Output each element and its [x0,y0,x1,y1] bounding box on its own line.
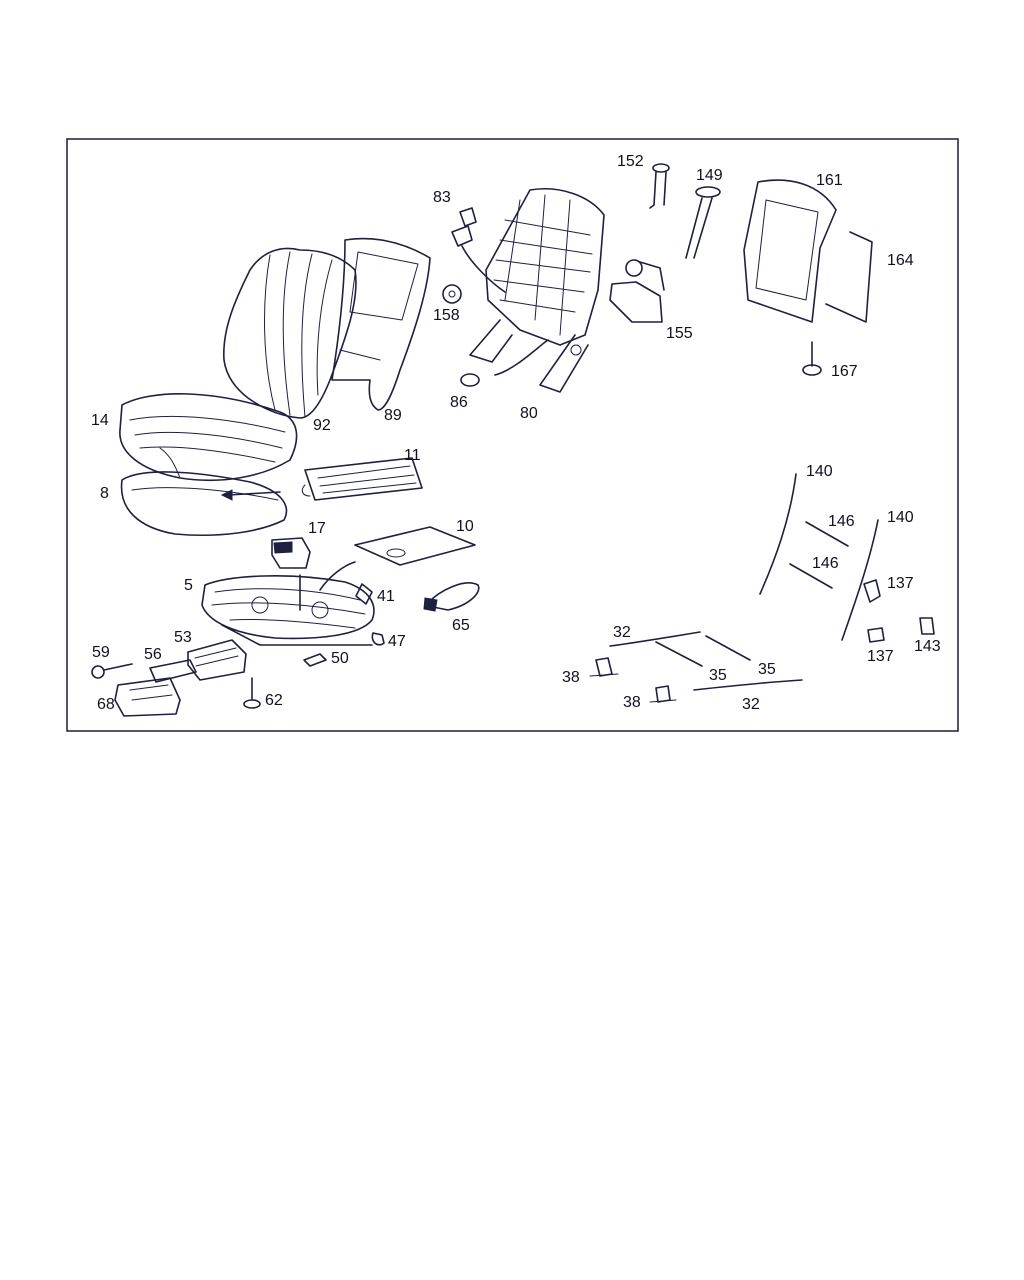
part-10-insulation-sheet[interactable] [354,526,476,566]
callout-17: 17 [308,520,326,537]
part-146-wire-lower[interactable] [789,563,833,589]
callout-89: 89 [384,407,402,424]
part-140-rod-left[interactable] [759,473,797,595]
callout-41: 41 [377,588,395,605]
callout-10: 10 [456,518,474,535]
part-32-wire-upper[interactable] [609,631,701,647]
part-65-cable-tie[interactable] [423,582,480,612]
callout-53: 53 [174,629,192,646]
callout-152: 152 [617,153,644,170]
callout-158: 158 [433,307,460,324]
callout-50: 50 [331,650,349,667]
callout-38b: 38 [623,694,641,711]
part-11-heating-mat[interactable] [301,457,423,501]
callout-35a: 35 [709,667,727,684]
part-149-rod[interactable] [685,186,721,259]
part-155-adjuster[interactable] [609,259,665,323]
part-17-switch[interactable] [271,537,311,569]
part-86-clip[interactable] [460,373,480,387]
part-62-screw[interactable] [243,677,261,709]
part-68-trim-cover[interactable] [114,677,181,717]
part-47-clip[interactable] [371,632,385,646]
callout-161: 161 [816,172,843,189]
callout-80: 80 [520,405,538,422]
callout-56: 56 [144,646,162,663]
callout-164: 164 [887,252,914,269]
part-59-screw[interactable] [91,663,133,679]
callout-32a: 32 [613,624,631,641]
part-38-clip-lower[interactable] [649,685,677,703]
part-50-cover[interactable] [303,653,327,667]
callout-11: 11 [404,447,421,464]
part-137-clip-lower[interactable] [867,627,885,643]
callout-32b: 32 [742,696,760,713]
callout-146a: 146 [828,513,855,530]
part-92-backrest-cover[interactable] [223,247,357,419]
part-89-backrest-panel[interactable] [331,237,431,411]
part-53-trim[interactable] [187,639,247,681]
part-137-clip-upper[interactable] [863,579,881,603]
part-32-wire-lower[interactable] [693,679,803,691]
callout-137a: 137 [887,575,914,592]
part-83-motor[interactable] [451,207,506,293]
part-5-seat-frame[interactable] [201,561,375,646]
part-140-rod-right[interactable] [841,519,879,641]
part-8-cushion-base[interactable] [120,471,288,537]
callout-59: 59 [92,644,110,661]
part-161-back-panel[interactable] [743,179,837,323]
callout-143: 143 [914,638,941,655]
callout-47: 47 [388,633,406,650]
part-35-rod-left[interactable] [655,641,703,667]
part-164-cable[interactable] [825,231,873,323]
part-158-gear[interactable] [442,284,462,304]
callout-155: 155 [666,325,693,342]
part-143-clip[interactable] [919,617,935,635]
callout-83: 83 [433,189,451,206]
callout-140b: 140 [887,509,914,526]
callout-92: 92 [313,417,331,434]
part-41-clip[interactable] [355,583,373,605]
callout-62: 62 [265,692,283,709]
part-14-seat-cushion[interactable] [119,393,298,482]
callout-149: 149 [696,167,723,184]
callout-35b: 35 [758,661,776,678]
callout-137b: 137 [867,648,894,665]
callout-167: 167 [831,363,858,380]
callout-8: 8 [100,485,109,502]
part-167-screw[interactable] [802,341,822,376]
callout-14: 14 [91,412,109,429]
callout-86: 86 [450,394,468,411]
callout-65: 65 [452,617,470,634]
part-146-wire-upper[interactable] [805,521,849,547]
callout-68: 68 [97,696,115,713]
diagram-frame [66,138,959,732]
part-35-rod-right[interactable] [705,635,751,661]
part-56-handle[interactable] [149,659,197,683]
part-80-backrest-frame[interactable] [469,188,605,393]
callout-146b: 146 [812,555,839,572]
part-152-button[interactable] [649,163,670,209]
callout-140a: 140 [806,463,833,480]
part-38-clip-upper[interactable] [589,657,619,677]
callout-5: 5 [184,577,193,594]
callout-38a: 38 [562,669,580,686]
